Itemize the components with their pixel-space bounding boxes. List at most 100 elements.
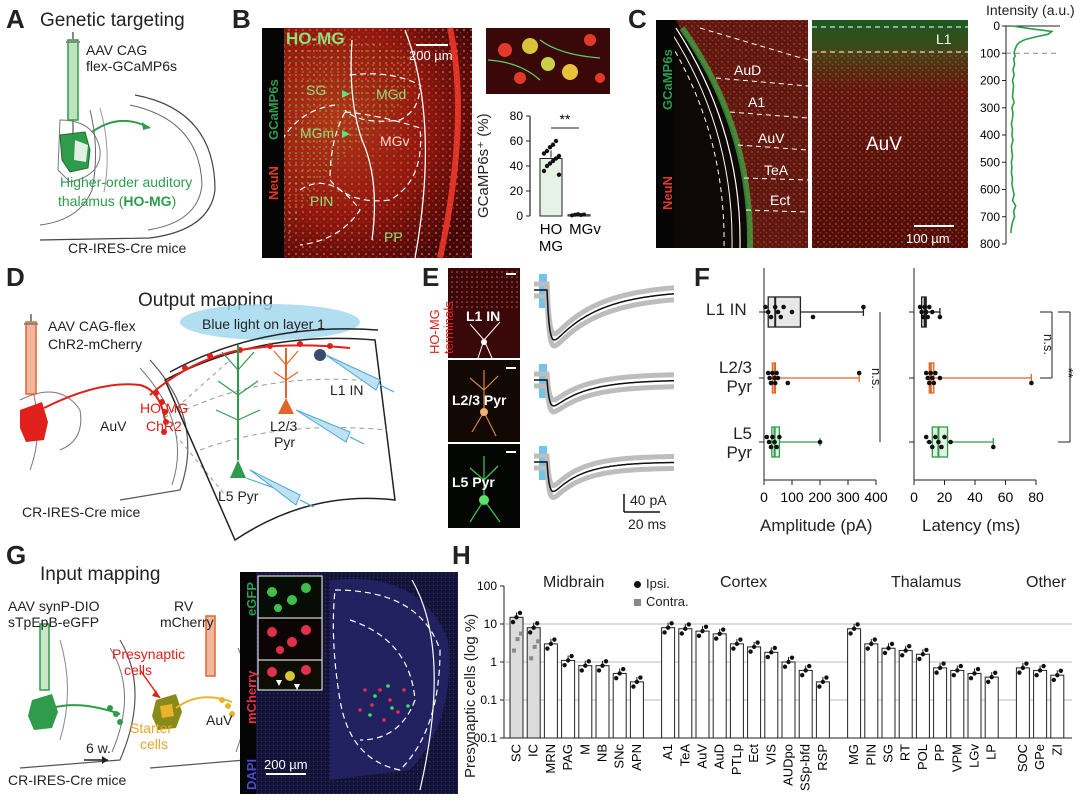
- data-point: [889, 641, 895, 647]
- data-point: [638, 675, 643, 680]
- amp-data-point: [764, 434, 770, 440]
- panel-d-source-line1: HO-MG: [140, 400, 189, 416]
- amp-x-tick-label: 100: [780, 489, 804, 505]
- x-tick-label: A1: [660, 744, 675, 760]
- x-tick-label: AuD: [712, 744, 727, 769]
- data-point: [907, 644, 912, 649]
- data-point: [562, 662, 567, 668]
- panel-c-area-tea: TeA: [764, 162, 789, 178]
- bar-SOC: [1015, 667, 1030, 739]
- data-point: [528, 630, 533, 635]
- data-point: [553, 156, 559, 161]
- lat-x-tick-label: 0: [910, 489, 918, 505]
- bar-APN: [629, 681, 644, 739]
- lat-data-point: [919, 309, 924, 315]
- bar-M: [578, 665, 593, 739]
- lat-data-point: [925, 314, 931, 320]
- panel-b-scalebar-label: 200 µm: [409, 48, 453, 63]
- contra-point: [536, 639, 541, 644]
- bar-Ect: [747, 646, 762, 739]
- lat-data-point: [920, 314, 926, 320]
- amp-data-point: [789, 309, 795, 315]
- data-point: [1024, 661, 1029, 666]
- panel-d-virus-line2: ChR2-mCherry: [48, 336, 143, 352]
- panel-g-presyn-line2: cells: [124, 662, 153, 678]
- data-point: [882, 650, 888, 656]
- lat-x-tick-label: 60: [998, 489, 1014, 505]
- bar-VPM: [950, 669, 965, 739]
- panel-h-group-other: Other: [1026, 574, 1067, 591]
- data-point: [596, 668, 602, 673]
- panel-letter-f: F: [694, 262, 710, 292]
- x-tick-label: SC: [509, 744, 524, 762]
- bar-LP: [984, 676, 999, 739]
- x-label-homg-2: MG: [539, 238, 563, 255]
- contra-point: [529, 656, 534, 661]
- amp-data-point: [778, 314, 784, 320]
- amp-box: [767, 296, 802, 328]
- data-point: [621, 666, 626, 672]
- data-point: [686, 622, 691, 627]
- lat-data-point: [937, 375, 943, 381]
- data-point: [617, 671, 622, 676]
- trace-mean: [534, 379, 674, 407]
- amp-data-point: [763, 304, 768, 310]
- x-label-mgv: MGv: [569, 221, 601, 238]
- panel-g-virus-line1: AAV synP-DIO: [8, 598, 100, 614]
- data-point: [751, 644, 757, 650]
- x-tick-label: MRN: [543, 744, 558, 774]
- amp-data-point: [770, 434, 775, 440]
- data-point: [679, 631, 684, 636]
- lat-data-point: [926, 304, 932, 310]
- panel-d-cell-l23-line1: L2/3: [270, 418, 298, 434]
- data-point: [700, 628, 705, 634]
- bar-PIN: [864, 643, 879, 739]
- lat-data-point: [923, 370, 929, 376]
- panel-h-group-midbrain: Midbrain: [543, 574, 605, 591]
- data-point: [550, 142, 556, 147]
- contra-point: [515, 637, 520, 642]
- amp-data-point: [770, 370, 775, 376]
- amp-data-point: [856, 370, 862, 376]
- data-point: [553, 138, 559, 144]
- data-point: [851, 626, 857, 631]
- data-point: [786, 659, 791, 665]
- panel-b-region-mgd: MGd: [376, 86, 407, 102]
- lat-data-point: [922, 304, 927, 310]
- x-tick-label: PP: [932, 744, 947, 761]
- lat-data-point: [948, 439, 953, 445]
- bar-VIS: [764, 651, 779, 739]
- y-tick-label: 700: [980, 210, 1000, 224]
- x-tick-label: LP: [984, 744, 999, 760]
- data-point: [535, 621, 540, 626]
- x-tick-label: RT: [898, 744, 913, 761]
- amp-data-point: [772, 380, 778, 386]
- trace-sem-high: [534, 281, 675, 337]
- panel-a-brain-schematic: [39, 32, 216, 241]
- y-tick-label: 400: [980, 128, 1000, 142]
- panel-b-region-pp: PP: [384, 229, 403, 245]
- panel-g-rv-line1: RV: [174, 598, 194, 614]
- amp-data-point: [777, 434, 782, 440]
- panel-d-mouse-line: CR-IRES-Cre mice: [22, 504, 141, 520]
- trace-sem-high: [534, 453, 674, 489]
- bar-LGv: [967, 672, 982, 739]
- bar-SG: [881, 647, 896, 739]
- data-point: [993, 670, 998, 675]
- data-point: [855, 622, 860, 627]
- x-tick-label: IC: [526, 744, 541, 757]
- panel-letter-h: H: [452, 540, 471, 570]
- sig-label: **: [560, 111, 571, 127]
- y-tick-label: 300: [980, 101, 1000, 115]
- y-tick-label: 100: [980, 46, 1000, 60]
- panel-e-scale-y: 40 pA: [630, 492, 667, 508]
- data-point: [789, 655, 795, 660]
- data-point: [848, 631, 853, 636]
- panel-d-cell-l1in: L1 IN: [330, 382, 364, 398]
- panel-e-cell-l23: L2/3 Pyr: [452, 392, 507, 408]
- data-point: [552, 637, 557, 642]
- x-tick-label: NB: [595, 744, 610, 762]
- data-point: [510, 619, 516, 625]
- data-point: [662, 630, 667, 635]
